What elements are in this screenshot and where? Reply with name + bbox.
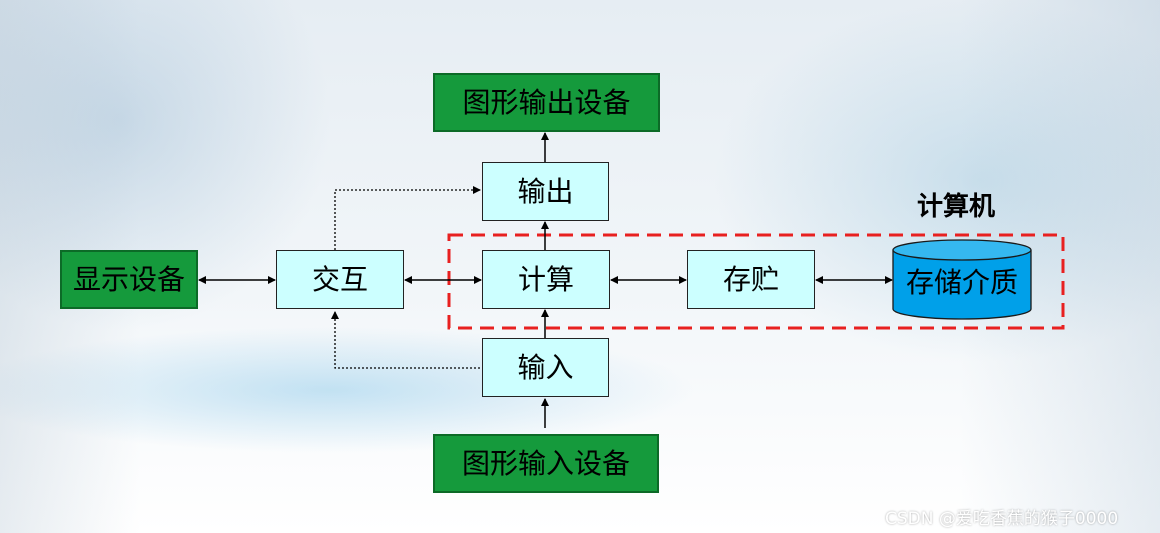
storage-medium-label: 存储介质 [905,266,1018,299]
watermark: CSDN @爱吃香蕉的猴子0000 [885,509,1119,529]
interaction-box: 交互 [276,250,404,309]
input-label: 输入 [517,350,574,384]
display-device-box: 显示设备 [60,250,198,309]
input-box: 输入 [482,338,609,397]
output-box: 输出 [482,162,609,221]
dotted-input-to-interaction [331,311,480,369]
storage-label: 存贮 [722,262,779,296]
output-label: 输出 [517,174,574,208]
dotted-interaction-to-output [334,186,481,250]
interaction-label: 交互 [311,262,368,296]
graphics-output-device-label: 图形输出设备 [462,85,631,119]
graphics-input-device-box: 图形输入设备 [433,434,659,493]
storage-medium-cylinder [892,239,1032,320]
graphics-input-device-label: 图形输入设备 [461,446,630,480]
compute-label: 计算 [517,262,574,296]
computer-group-label: 计算机 [917,192,996,222]
storage-box: 存贮 [687,250,815,309]
display-device-label: 显示设备 [72,262,185,296]
graphics-output-device-box: 图形输出设备 [433,73,660,132]
compute-box: 计算 [482,250,610,309]
